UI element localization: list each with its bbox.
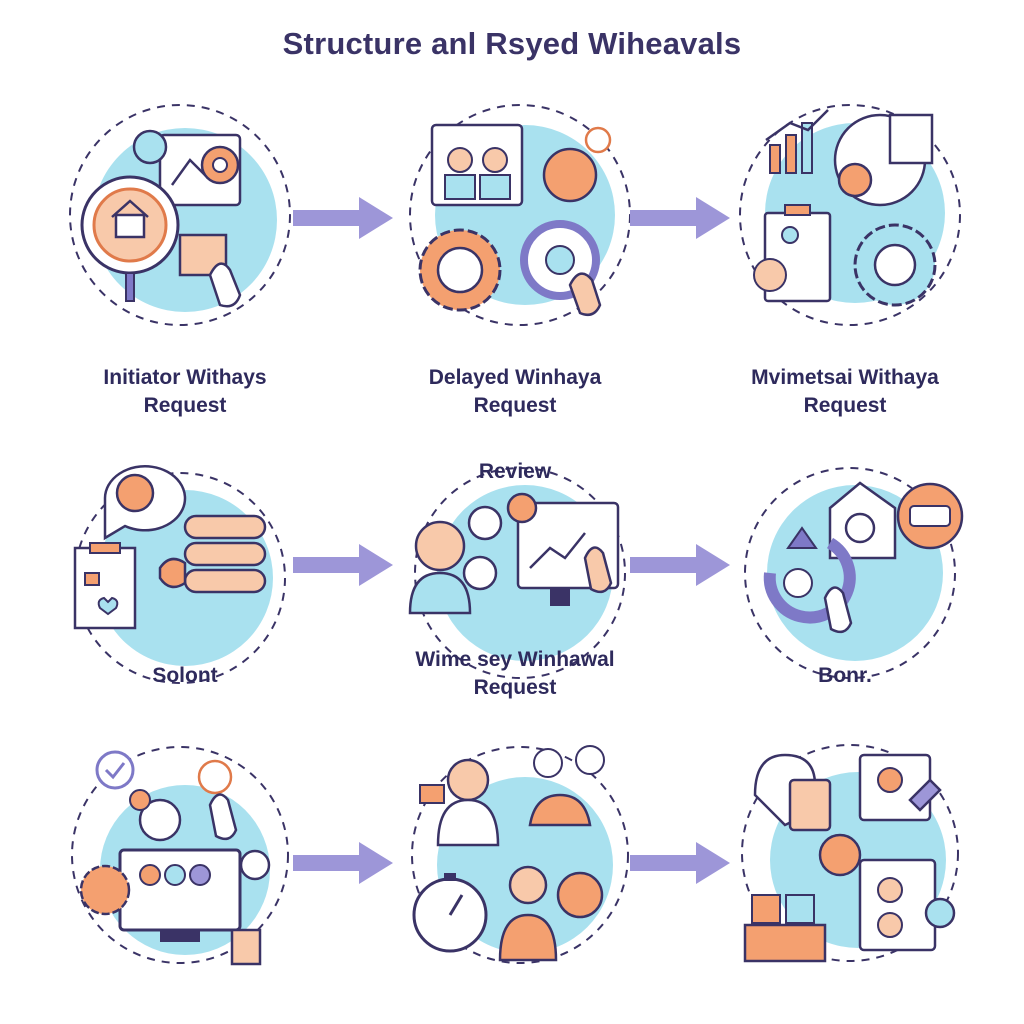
step-2-label: Delayed Winhaya Request xyxy=(365,364,665,420)
step-1-label-line1: Initiator Withays xyxy=(103,366,267,389)
step-2-label-line2: Request xyxy=(473,394,557,417)
step-4-label: Solont xyxy=(35,662,335,690)
page-title: Structure anl Rsyed Wiheavals xyxy=(282,26,742,61)
profile-cards-icon xyxy=(730,735,970,975)
step-2-label-line1: Delayed Winhaya xyxy=(428,366,602,389)
step-3-label-line2: Request xyxy=(803,394,887,417)
team-stopwatch-icon xyxy=(400,735,640,975)
arrow-5 xyxy=(293,838,393,888)
gear-magnifier-icon xyxy=(60,95,300,335)
step-5-top-label: Review xyxy=(478,460,552,483)
step-4-label-line1: Solont xyxy=(152,664,218,687)
team-gear-icon xyxy=(400,95,640,335)
arrow-2 xyxy=(630,193,730,243)
arrow-3 xyxy=(293,540,393,590)
person-monitor-icon xyxy=(400,448,640,688)
step-1-label: Initiator Withays Request xyxy=(35,364,335,420)
step-5-label: Wime sey Winhawal Request xyxy=(365,646,665,702)
arrow-4 xyxy=(630,540,730,590)
step-3-label-line1: Mvimetsai Withaya xyxy=(751,366,939,389)
step-1-label-line2: Request xyxy=(143,394,227,417)
chat-cycle-icon xyxy=(730,448,970,688)
step-5-label-line2: Request xyxy=(473,676,557,699)
step-6-label: Bonr. xyxy=(695,662,995,690)
monitor-coin-icon xyxy=(60,735,300,975)
coin-stack-document-icon xyxy=(60,448,300,688)
arrow-6 xyxy=(630,838,730,888)
arrow-1 xyxy=(293,193,393,243)
step-3-label: Mvimetsai Withaya Request xyxy=(695,364,995,420)
step-6-label-line1: Bonr. xyxy=(818,664,872,687)
chart-clipboard-gear-icon xyxy=(730,95,970,335)
step-5-label-line1: Wime sey Winhawal xyxy=(415,648,615,671)
